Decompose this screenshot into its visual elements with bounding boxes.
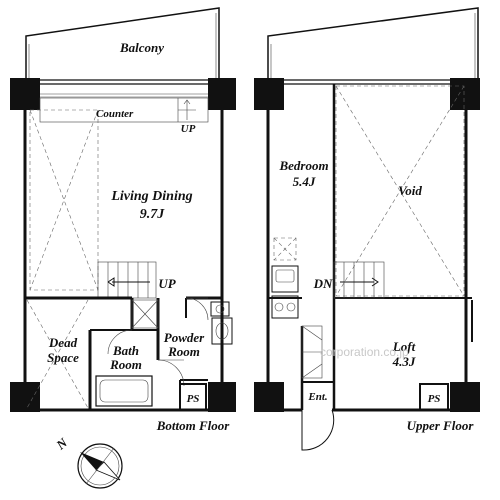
void-label: Void <box>398 183 422 198</box>
bathtub <box>95 375 153 407</box>
void-cross <box>335 85 465 297</box>
powder-room-fixtures <box>210 301 233 345</box>
closet-doors <box>301 325 323 379</box>
loft-label: Loft <box>392 339 416 354</box>
living-dining-label: Living Dining <box>110 189 192 204</box>
counter-label: Counter <box>96 108 134 120</box>
stair-up-marker: UP <box>158 276 176 291</box>
upper-floor-label: Upper Floor <box>407 418 475 433</box>
ps-label-left: PS <box>187 393 200 405</box>
bottom-floor-stairs <box>97 261 157 299</box>
compass-north-letter: N <box>52 434 70 453</box>
bath-room-label-line2: Room <box>109 357 142 372</box>
upper-floor-plan <box>254 7 480 451</box>
upper-floor-walls <box>254 78 480 412</box>
bedroom-size: 5.4J <box>293 174 316 189</box>
bottom-floor-doors <box>107 297 209 387</box>
bottom-floor-walls <box>10 78 236 412</box>
upper-floor-partitions <box>268 84 472 410</box>
balcony-label: Balcony <box>119 40 164 55</box>
dead-space-label-line1: Dead <box>48 335 78 350</box>
counter-up-marker: UP <box>181 123 196 135</box>
balcony-outline <box>25 7 220 78</box>
entrance-label: Ent. <box>307 391 327 403</box>
ps-label-right: PS <box>428 393 441 405</box>
compass-rose <box>77 443 123 489</box>
powder-room-label-line1: Powder <box>164 330 205 345</box>
bottom-floor-plan <box>10 7 236 412</box>
entrance-door <box>301 409 335 451</box>
living-dining-void-cross <box>29 109 99 291</box>
bath-room-label-line1: Bath <box>112 343 139 358</box>
ps-box-left <box>179 383 207 411</box>
stair-down-marker: DN <box>313 276 333 291</box>
bedroom-label: Bedroom <box>278 158 328 173</box>
dead-space-label-line2: Space <box>47 350 79 365</box>
ps-box-right <box>419 383 449 411</box>
upper-floor-roof-line <box>267 7 479 78</box>
wall-cabinet <box>271 237 299 319</box>
living-dining-size: 9.7J <box>140 207 166 222</box>
loft-size: 4.3J <box>392 354 416 369</box>
powder-room-label-line2: Room <box>167 344 200 359</box>
upper-floor-stairs <box>333 261 385 299</box>
watermark-text: corporation.co.jp <box>320 345 409 359</box>
compass-needle-north <box>80 452 104 470</box>
bottom-floor-label: Bottom Floor <box>156 418 231 433</box>
